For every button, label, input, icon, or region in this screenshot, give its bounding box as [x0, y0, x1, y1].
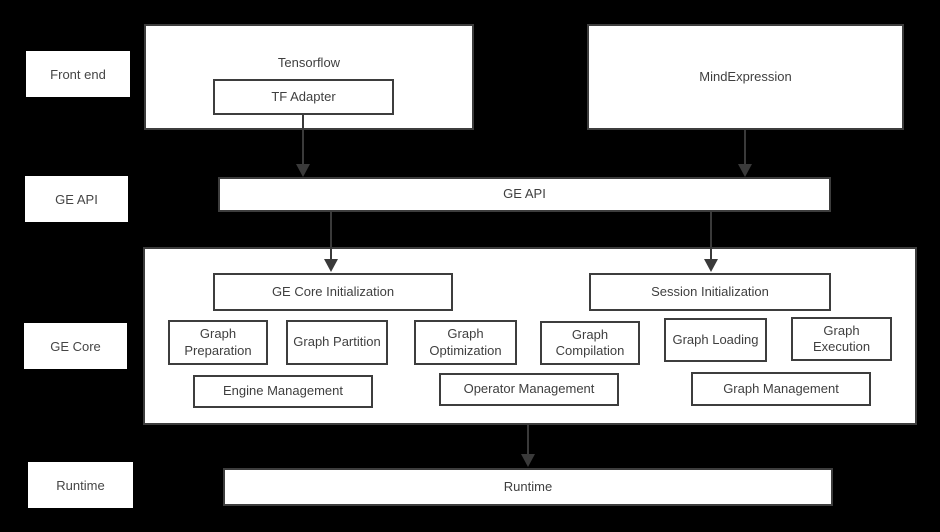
rail-label-ge-api-text: GE API: [55, 191, 98, 207]
rail-label-front-end: Front end: [26, 51, 130, 97]
rail-label-ge-core: GE Core: [24, 323, 127, 369]
graph-execution-box: Graph Execution: [791, 317, 892, 361]
arrow-ge-api-to-ge-core-init-head: [324, 259, 338, 272]
arrow-mindexpression-to-ge-api-line: [744, 130, 746, 165]
graph-management-label: Graph Management: [723, 380, 839, 396]
rail-label-runtime: Runtime: [28, 462, 133, 508]
arrow-mindexpression-to-ge-api-head: [738, 164, 752, 177]
arrow-ge-core-to-runtime-line: [527, 425, 529, 455]
graph-loading-label: Graph Loading: [672, 331, 759, 347]
graph-partition-label: Graph Partition: [293, 334, 381, 350]
arrow-tf-adapter-to-ge-api-head: [296, 164, 310, 177]
arrow-tf-adapter-to-ge-api-line: [302, 115, 304, 165]
tensorflow-box: Tensorflow TF Adapter: [144, 24, 474, 130]
arrow-ge-api-to-ge-core-init-line: [330, 212, 332, 260]
operator-management-label: Operator Management: [463, 381, 595, 397]
graph-compilation-label: Graph Compilation: [555, 326, 625, 358]
ge-api-bar-label: GE API: [503, 186, 546, 202]
rail-label-ge-core-text: GE Core: [50, 338, 101, 354]
rail-label-runtime-text: Runtime: [56, 477, 105, 493]
graph-preparation-box: Graph Preparation: [168, 320, 268, 365]
operator-management-box: Operator Management: [439, 373, 619, 406]
graph-loading-box: Graph Loading: [664, 318, 767, 362]
tensorflow-box-title: Tensorflow: [277, 55, 341, 70]
ge-core-box: GE Core Initialization Session Initializ…: [143, 247, 917, 425]
arrow-ge-api-to-session-init-line: [710, 212, 712, 260]
ge-api-bar: GE API: [218, 177, 831, 212]
rail-label-ge-api: GE API: [25, 176, 128, 222]
session-initialization-box: Session Initialization: [589, 273, 831, 311]
runtime-bar: Runtime: [223, 468, 833, 506]
engine-management-label: Engine Management: [223, 383, 343, 399]
mind-expression-box: MindExpression: [587, 24, 904, 130]
ge-core-initialization-label: GE Core Initialization: [271, 283, 395, 299]
arrow-ge-core-to-runtime-head: [521, 454, 535, 467]
graph-management-box: Graph Management: [691, 372, 871, 406]
tf-adapter-box-label: TF Adapter: [271, 88, 336, 104]
ge-core-initialization-box: GE Core Initialization: [213, 273, 453, 311]
session-initialization-label: Session Initialization: [651, 283, 769, 299]
graph-compilation-box: Graph Compilation: [540, 321, 640, 365]
graph-optimization-label: Graph Optimization: [429, 326, 502, 358]
tf-adapter-box: TF Adapter: [213, 79, 394, 115]
arrow-ge-api-to-session-init-head: [704, 259, 718, 272]
mind-expression-box-label: MindExpression: [699, 68, 792, 84]
graph-preparation-label: Graph Preparation: [184, 326, 252, 358]
graph-partition-box: Graph Partition: [286, 320, 388, 365]
rail-label-front-end-text: Front end: [50, 66, 106, 82]
graph-execution-label: Graph Execution: [812, 322, 871, 354]
runtime-bar-label: Runtime: [503, 478, 553, 494]
engine-management-box: Engine Management: [193, 375, 373, 408]
graph-optimization-box: Graph Optimization: [414, 320, 517, 365]
